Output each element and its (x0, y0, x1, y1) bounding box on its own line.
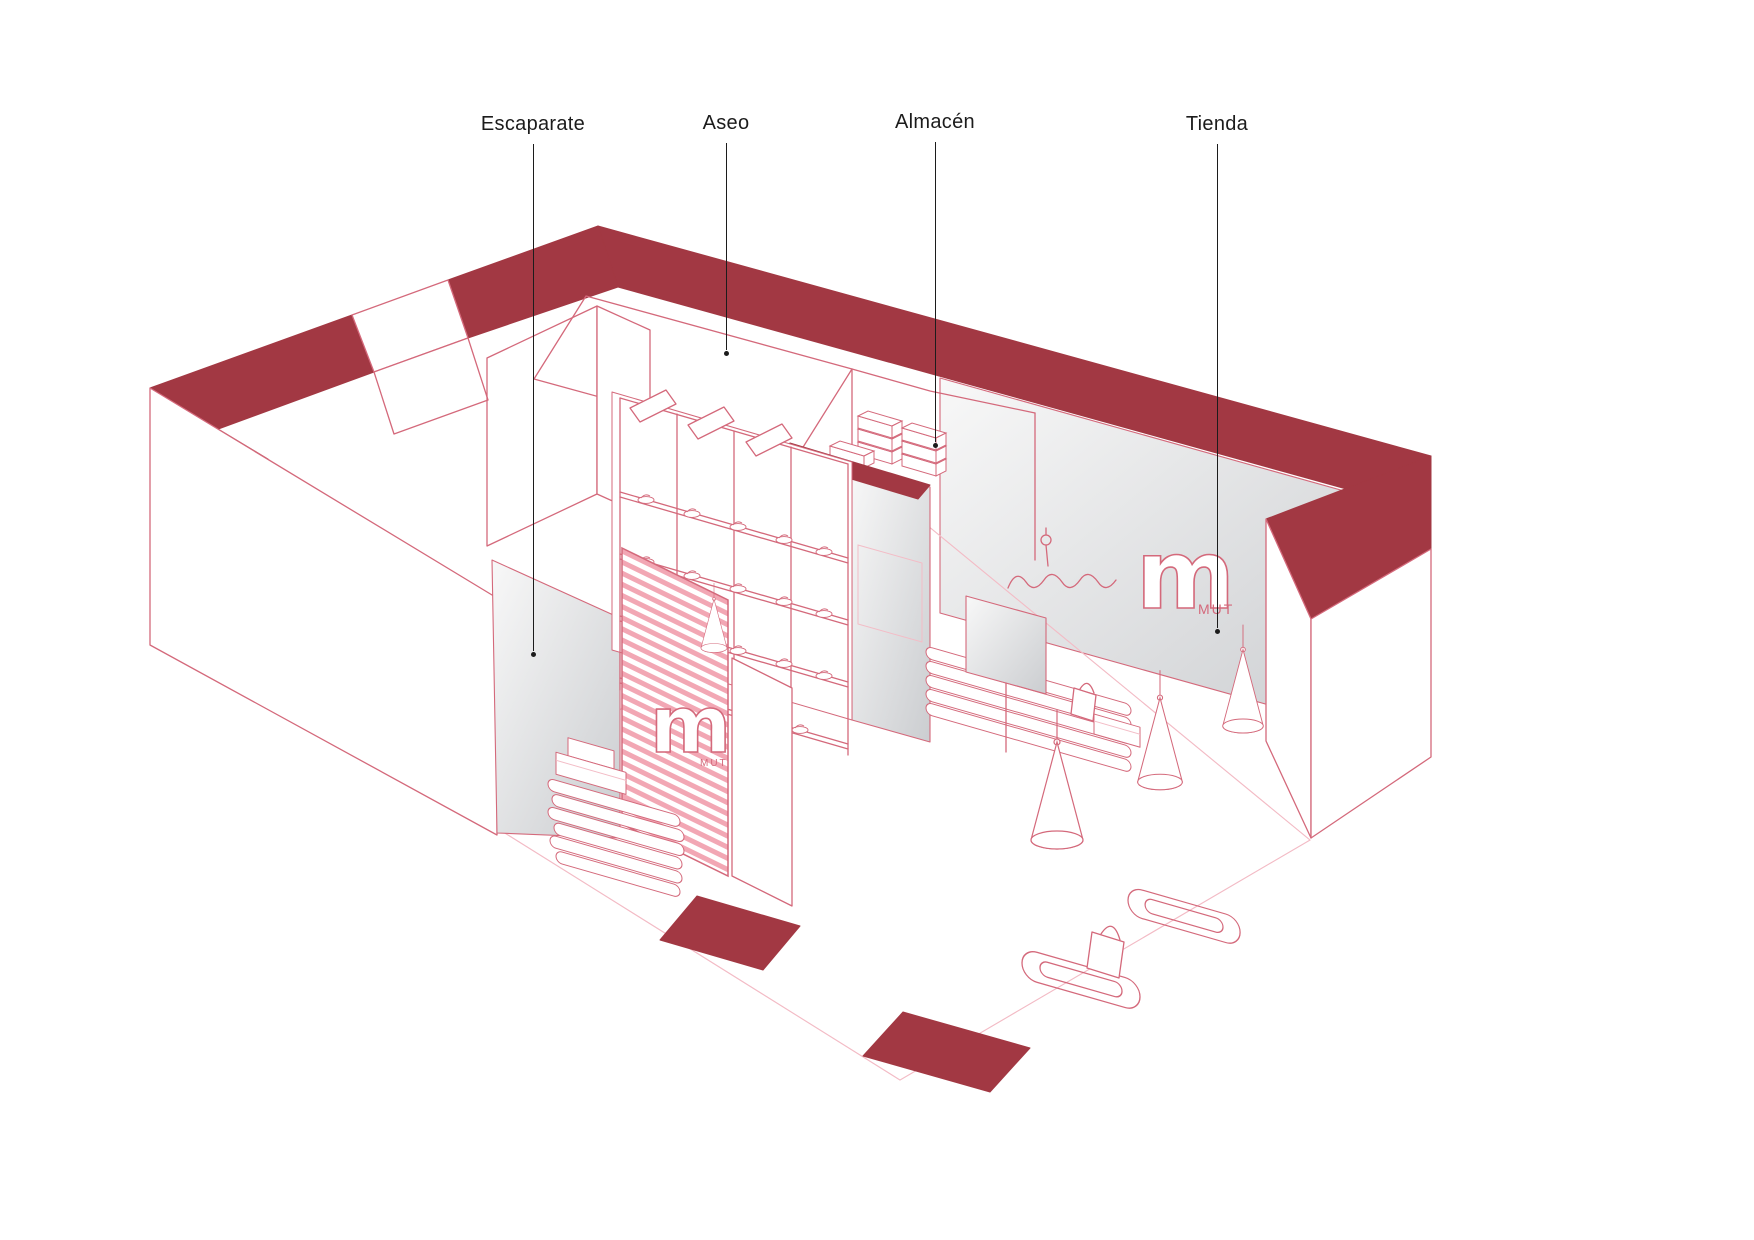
display-wall: m MUT (621, 546, 801, 971)
wall-logo: m (1136, 521, 1235, 631)
freestanding-panel (731, 657, 793, 907)
almacen-room (829, 368, 1036, 561)
left-wall (149, 387, 621, 839)
entrance-step (373, 337, 489, 435)
panel-pedestal (659, 895, 801, 971)
upper-left-wall-cap-a (447, 225, 619, 339)
log-stack (547, 737, 685, 897)
stack-box (555, 751, 627, 795)
wall-logo-text: MUT (1198, 601, 1234, 617)
display-boards (629, 389, 793, 457)
display-wall-logo: m (650, 681, 731, 771)
display-wall-logo-text: MUT (700, 758, 728, 769)
right-wall-outer-face (1310, 548, 1432, 839)
left-wall-face (149, 387, 498, 836)
partition-vent (857, 544, 923, 643)
shopping-bag (1086, 931, 1125, 979)
right-wall (1265, 455, 1432, 839)
wall-decor: m MUT (1007, 520, 1236, 632)
counter-mirror (965, 595, 1047, 695)
almacen-wall-top (851, 368, 1036, 414)
bench (1021, 951, 1141, 1009)
bench (1127, 888, 1241, 944)
partition-face (851, 464, 931, 743)
counter (925, 595, 1141, 772)
floor-mat (862, 1011, 1031, 1093)
counter-bag (1070, 687, 1097, 722)
escaparate-striped-face (486, 305, 598, 547)
benches (1021, 888, 1241, 1009)
counter-box (1093, 713, 1141, 748)
wavy-coat-rack (1007, 573, 1117, 589)
display-wall-slats (621, 546, 729, 878)
